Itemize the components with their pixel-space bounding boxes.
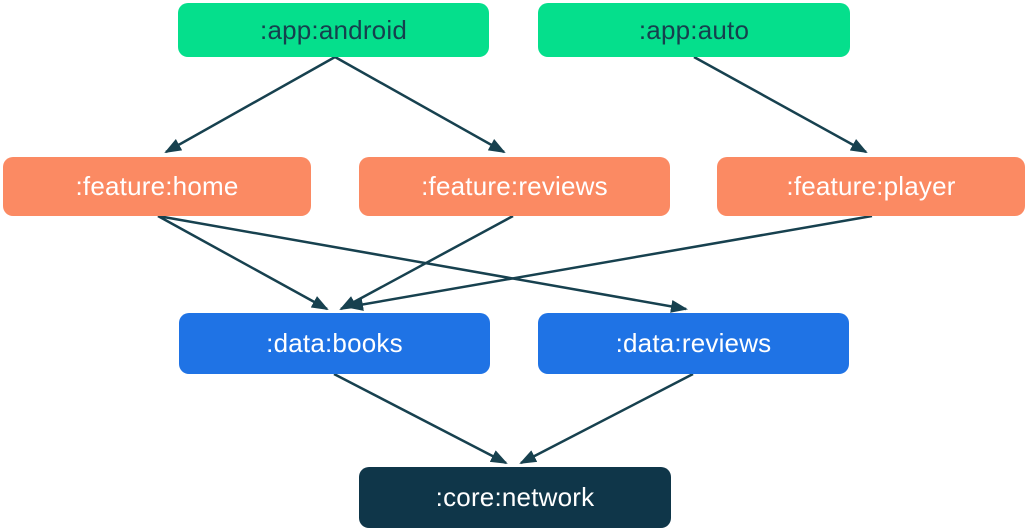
edge-feature-home-to-data-reviews — [157, 214, 688, 313]
edge-app-android-to-feature-reviews — [334, 55, 506, 154]
node-app-android: :app:android — [178, 3, 489, 57]
edge-app-auto-to-feature-player — [693, 55, 868, 154]
edge-feature-player-to-data-books — [346, 214, 873, 311]
node-feature-reviews: :feature:reviews — [359, 157, 670, 216]
edge-data-books-to-core-network — [333, 372, 508, 465]
edge-feature-home-to-data-books — [157, 214, 329, 311]
edge-data-reviews-to-core-network — [519, 372, 694, 465]
node-feature-home: :feature:home — [3, 157, 311, 216]
node-feature-player: :feature:player — [717, 157, 1025, 216]
node-app-auto: :app:auto — [538, 3, 850, 57]
node-data-reviews: :data:reviews — [538, 313, 849, 374]
node-data-books: :data:books — [179, 313, 490, 374]
edge-lines — [157, 55, 873, 465]
edge-feature-reviews-to-data-books — [339, 214, 514, 311]
edge-app-android-to-feature-home — [164, 55, 336, 154]
node-core-network: :core:network — [359, 467, 671, 528]
